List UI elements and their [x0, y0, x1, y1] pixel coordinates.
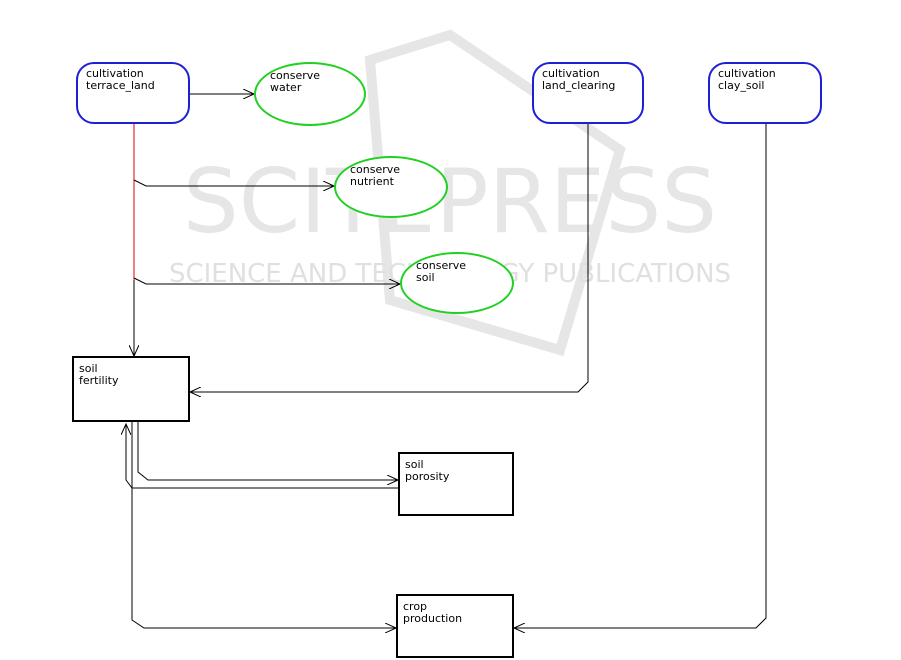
node-crop-production[interactable]: crop production — [396, 594, 514, 658]
node-label-line-2: terrace_land — [86, 80, 188, 92]
node-label-line-2: fertility — [79, 375, 188, 387]
node-conserve-nutrient[interactable]: conserve nutrient — [334, 156, 448, 218]
node-soil-porosity[interactable]: soil porosity — [398, 452, 514, 516]
edge-fertility-to-porosity — [138, 422, 398, 480]
node-cultivation-clay-soil[interactable]: cultivation clay_soil — [708, 62, 822, 124]
edge-fertility-to-crop — [132, 422, 396, 628]
node-label-line-2: clay_soil — [718, 80, 820, 92]
node-label-line-2: nutrient — [350, 176, 446, 188]
node-label-line-2: porosity — [405, 471, 512, 483]
edge-porosity-to-fertility — [126, 424, 398, 488]
watermark-big: SCITEPRESS — [183, 150, 717, 253]
node-label-line-2: production — [403, 613, 512, 625]
node-label-line-2: water — [270, 82, 364, 94]
node-conserve-soil[interactable]: conserve soil — [400, 252, 514, 314]
node-label-line-2: land_clearing — [542, 80, 642, 92]
node-conserve-water[interactable]: conserve water — [254, 62, 366, 126]
node-cultivation-terrace-land[interactable]: cultivation terrace_land — [76, 62, 190, 124]
node-soil-fertility[interactable]: soil fertility — [72, 356, 190, 422]
node-label-line-2: soil — [416, 272, 512, 284]
node-cultivation-land-clearing[interactable]: cultivation land_clearing — [532, 62, 644, 124]
